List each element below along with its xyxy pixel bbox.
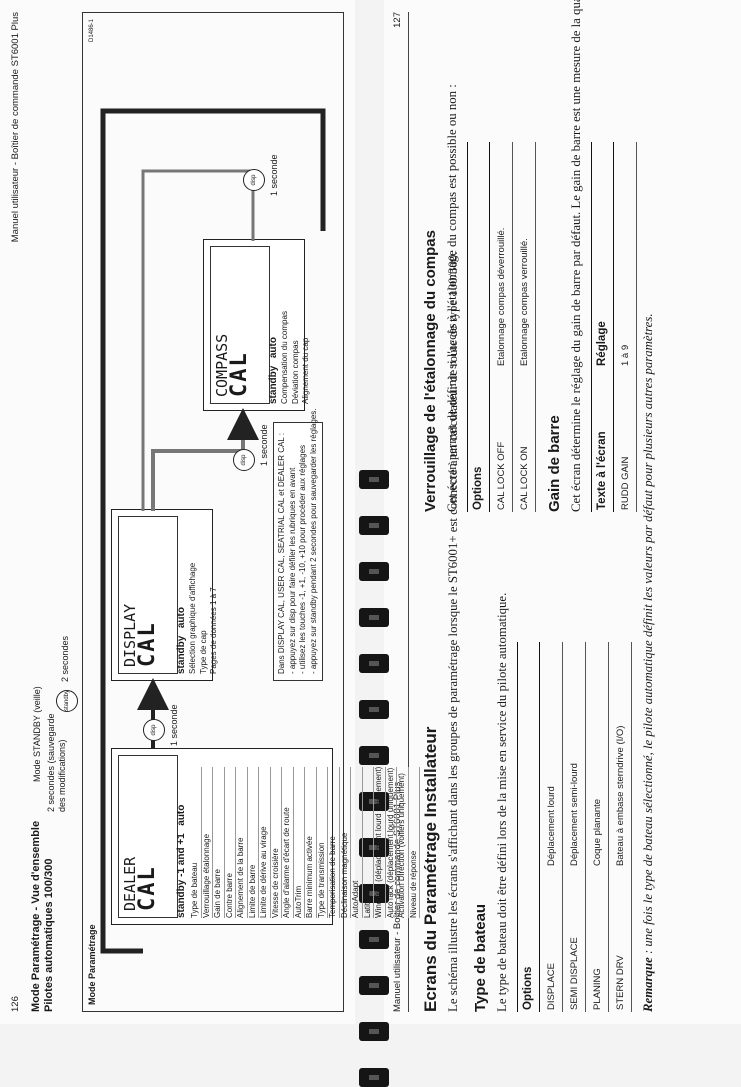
instruction-line: Dans DISPLAY CAL, USER CAL, SEATRIAL CAL…: [277, 433, 286, 674]
header-text: Manuel utilisateur - Boîtier de commande…: [10, 12, 21, 243]
standby-button-icon: standby: [56, 690, 78, 712]
one-second-label: 1 seconde: [169, 704, 179, 746]
binding-ring: [359, 1022, 389, 1041]
option-desc: Etalonnage compas déverrouillé.: [489, 142, 513, 368]
binding-ring: [359, 884, 389, 903]
left-page-content: 126 Manuel utilisateur - Boîtier de comm…: [10, 12, 420, 1012]
option-name: CAL LOCK OFF: [489, 368, 513, 512]
disp-button-icon: disp: [233, 449, 255, 471]
standby-mode-label: Mode STANDBY (veille): [32, 686, 42, 782]
save-note: 2 secondes (sauvegarde des modifications…: [46, 713, 67, 812]
option-desc: Déplacement lourd: [539, 642, 563, 868]
binding-ring: [359, 562, 389, 581]
list-item: Latitude: [362, 766, 374, 918]
options-header: Options: [467, 142, 490, 512]
one-second-label: 1 seconde: [259, 424, 269, 466]
boat-type-text: Le type de bateau doit être défini lors …: [495, 592, 509, 1012]
list-item: AutoTack (déplacement lourd uniquement): [385, 766, 397, 918]
outer-loop-arrow: [100, 108, 326, 954]
binding-ring: [359, 792, 389, 811]
disp-button-icon: disp: [143, 719, 165, 741]
option-desc: Bateau à embase sterndrive (I/O): [608, 642, 632, 868]
row-value: 1 à 9: [613, 142, 637, 368]
boat-type-note: Remarque : une fois le type de bateau sé…: [640, 313, 657, 1012]
title-line-1: Mode Paramétrage - Vue d'ensemble: [30, 820, 42, 1012]
instruction-line: - appuyez sur standby pendant 2 secondes…: [308, 408, 318, 674]
figure-code: D1486-1: [89, 19, 95, 43]
flow-arrows: [100, 108, 326, 954]
binding-ring: [359, 516, 389, 535]
option-desc: Etalonnage compas verrouillé.: [512, 142, 536, 368]
instruction-line: - appuyez sur disp pour faire défiler le…: [287, 467, 297, 674]
left-page: 126 Manuel utilisateur - Boîtier de comm…: [0, 0, 420, 1024]
option-name: CAL LOCK ON: [512, 368, 536, 512]
arrow-display-to-compass: [151, 408, 259, 511]
title-line-2: Pilotes automatiques 100/300: [43, 858, 55, 1012]
binding-ring: [359, 1068, 389, 1087]
rudder-gain-text: Cet écran détermine le réglage du gain d…: [568, 0, 585, 512]
binding-ring: [359, 930, 389, 949]
compass-lock-text: Cet écran permet de définir si l'accès à…: [445, 84, 459, 512]
binding-ring: [359, 608, 389, 627]
row-text: RUDD GAIN: [613, 368, 637, 512]
column-1: Ecrans du Paramétrage Installateur Le sc…: [421, 251, 663, 1012]
options-header: Options: [517, 642, 540, 1012]
page-header: 126 Manuel utilisateur - Boîtier de comm…: [10, 12, 21, 1012]
disp-button-icon: disp: [243, 169, 265, 191]
instructions-box: Dans DISPLAY CAL, USER CAL, SEATRIAL CAL…: [273, 408, 323, 681]
one-second-label: 1 seconde: [269, 154, 279, 196]
right-page: Manuel utilisateur - Boîtier de commande…: [384, 0, 741, 1024]
col-header-text: Texte à l'écran: [591, 368, 614, 512]
list-item: Niveau de réponse: [408, 766, 420, 918]
page-number: 126: [10, 996, 21, 1012]
compass-lock-heading: Verrouillage de l'étalonnage du compas: [422, 230, 439, 512]
option-name: SEMI DISPLACE: [562, 868, 586, 1012]
option-desc: Coque planante: [585, 642, 609, 868]
right-page-content: Manuel utilisateur - Boîtier de commande…: [392, 0, 737, 1012]
option-name: DISPLACE: [539, 868, 563, 1012]
option-desc: Déplacement semi-lourd: [562, 642, 586, 868]
binding-ring: [359, 700, 389, 719]
boat-type-heading: Type de bateau: [472, 903, 489, 1012]
intro-text: Le schéma illustre les écrans s'affichan…: [446, 251, 460, 1012]
setup-mode-frame: Mode Paramétrage DEALER CAL standby -1 a…: [82, 12, 420, 1012]
col-header-setting: Réglage: [591, 142, 614, 368]
binding-ring: [359, 746, 389, 765]
instruction-line: - utilisez les touches -1, +1, -10, +10 …: [298, 444, 307, 674]
binding-ring: [359, 654, 389, 673]
list-item: AutoAdapt: [351, 766, 363, 918]
two-seconds-label: 2 secondes: [60, 635, 70, 682]
binding-ring: [359, 470, 389, 489]
binding-ring: [359, 838, 389, 857]
column-2: Verrouillage de l'étalonnage du compas C…: [422, 0, 645, 512]
diagram-title: Mode Paramétrage - Vue d'ensemble Pilote…: [30, 821, 56, 1012]
list-item: Activation Direction (voiliers uniquemen…: [397, 766, 409, 918]
section-title: Ecrans du Paramétrage Installateur: [421, 726, 440, 1012]
list-item: WindTrim (déplacement lourd uniquement): [374, 766, 386, 918]
binding-ring: [359, 976, 389, 995]
note-label: Remarque: [641, 957, 655, 1012]
arrow-compass-back: [141, 169, 255, 511]
option-name: STERN DRV: [608, 868, 632, 1012]
option-name: PLANING: [585, 868, 609, 1012]
rudder-gain-heading: Gain de barre: [546, 415, 563, 512]
